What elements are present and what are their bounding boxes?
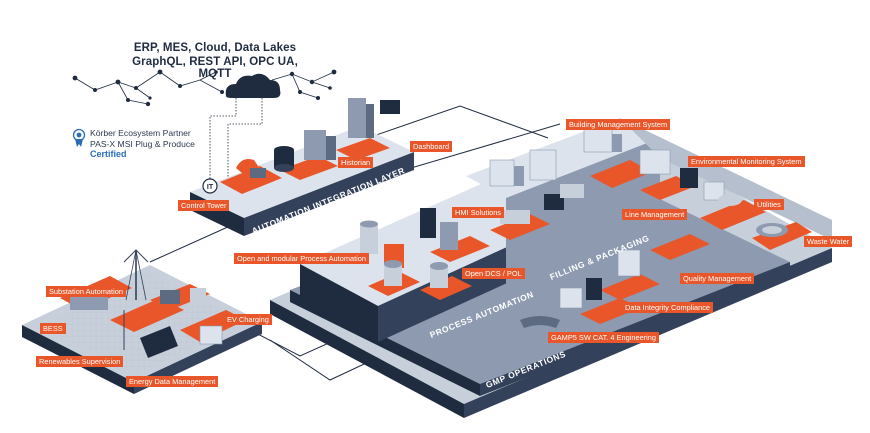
tag-historian: Historian: [338, 157, 374, 168]
equipment-blocks: [70, 98, 788, 358]
tag-hmi-solutions: HMI Solutions: [452, 207, 505, 218]
it-marker-label: IT: [207, 184, 214, 191]
tag-gamp5: GAMP5 SW CAT. 4 Engineering: [548, 332, 660, 343]
tag-waste-water: Waste Water: [804, 236, 853, 247]
network-nodes: [72, 69, 337, 107]
tag-line-management: Line Management: [622, 209, 688, 220]
tag-bess: BESS: [40, 323, 66, 334]
tag-utilities: Utilities: [754, 199, 784, 210]
tag-building-management: Building Management System: [566, 119, 671, 130]
badge-plugproduce-text: PAS-X MSI Plug & Produce: [90, 138, 195, 149]
tag-open-dcs: Open DCS / POL: [462, 268, 525, 279]
tag-substation-automation: Substation Automation: [46, 286, 126, 297]
cloud-connector: [209, 98, 263, 180]
tag-quality-management: Quality Management: [680, 273, 755, 284]
tag-energy-data: Energy Data Management: [126, 376, 219, 387]
tag-renewables: Renewables Supervision: [36, 356, 124, 367]
medal-icon: [72, 128, 86, 147]
badge-certified-text: Certified: [90, 149, 127, 159]
partner-badge: Körber Ecosystem Partner PAS-X MSI Plug …: [72, 128, 234, 160]
tag-control-tower: Control Tower: [178, 200, 230, 211]
it-marker: IT: [202, 178, 218, 194]
tag-data-integrity: Data Integrity Compliance: [622, 302, 714, 313]
cloud-icon: [225, 73, 281, 98]
integration-stack-line-1: ERP, MES, Cloud, Data Lakes: [133, 42, 297, 54]
tag-process-automation-modular: Open and modular Process Automation: [234, 253, 370, 264]
tag-dashboard: Dashboard: [410, 141, 453, 152]
tag-ev-charging: EV Charging: [224, 314, 272, 325]
integration-stack-line-2: GraphQL, REST API, OPC UA, MQTT: [132, 56, 298, 80]
tag-environmental-monitoring: Environmental Monitoring System: [688, 156, 805, 167]
badge-partner-text: Körber Ecosystem Partner: [90, 128, 191, 138]
